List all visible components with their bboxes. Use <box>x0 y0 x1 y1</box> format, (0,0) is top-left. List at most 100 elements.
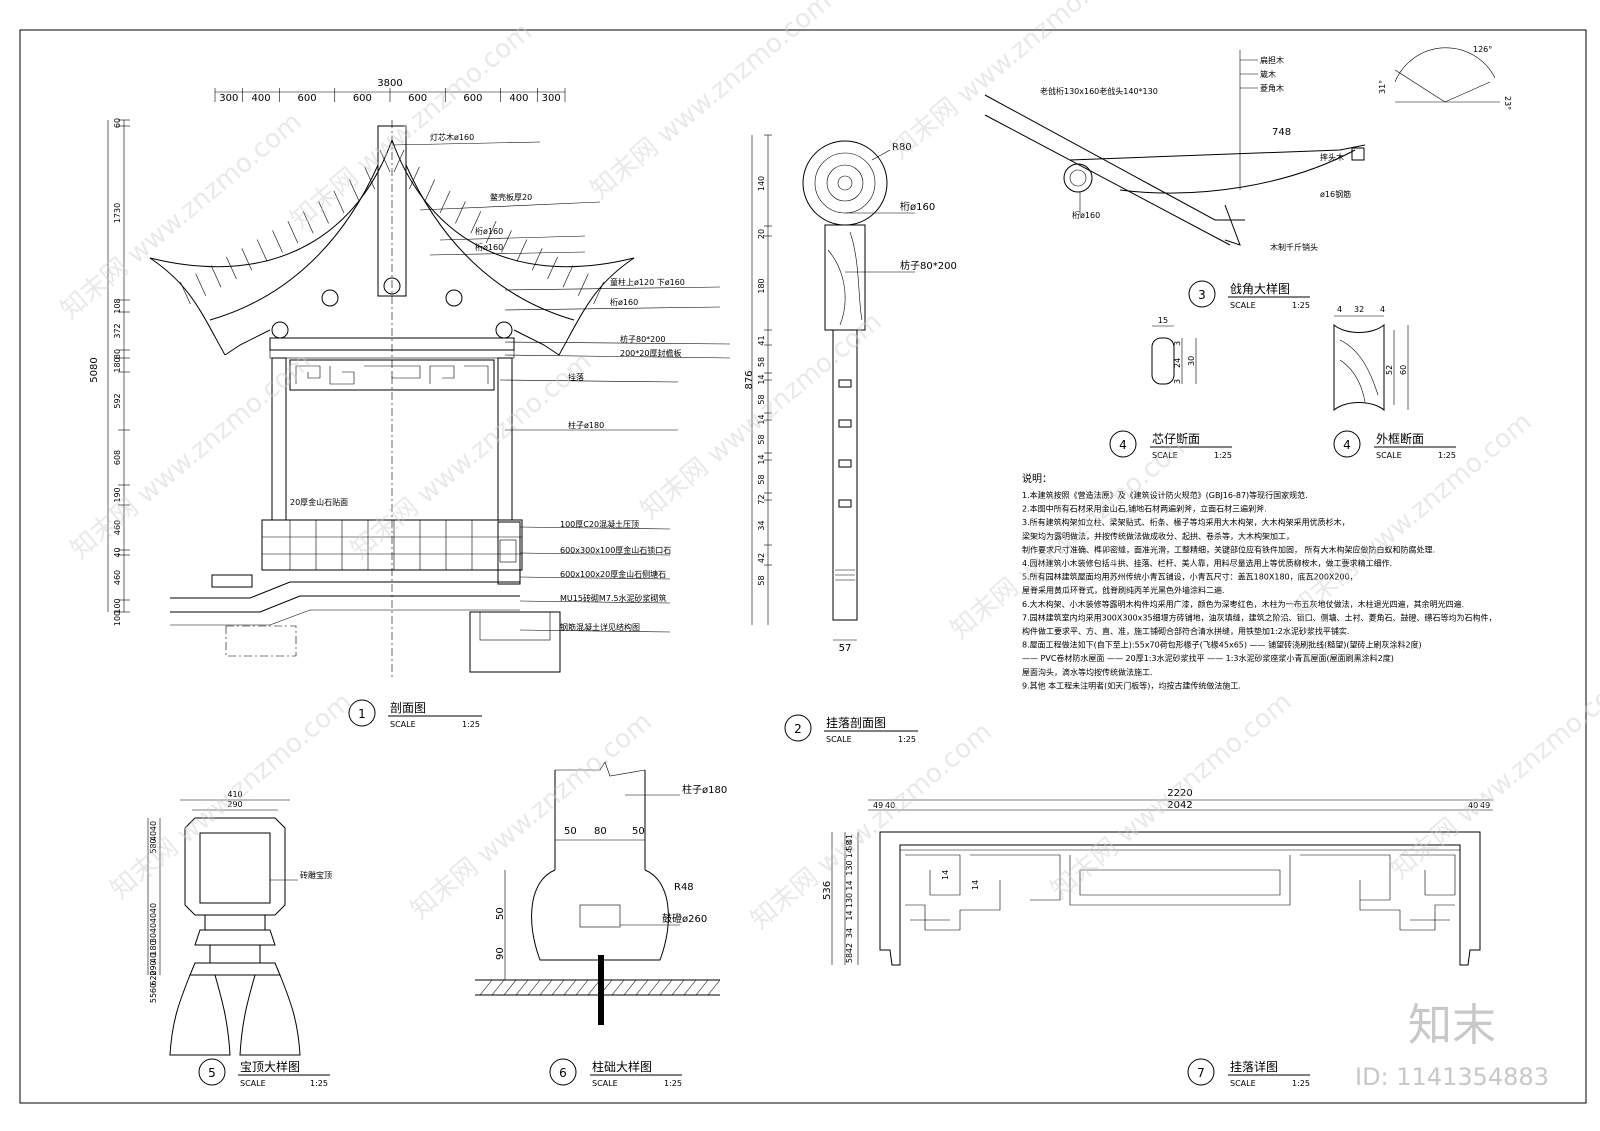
section1-label: 桁ø160 <box>475 226 503 236</box>
note-line: 9.其他 本工程未注明者(如天门板等)，均按古建传统做法施工. <box>1022 680 1241 690</box>
left-dim-segment: 108 <box>113 298 122 313</box>
finial-dim-2: 290 <box>227 800 242 809</box>
lattice-vertical-dim: 41 <box>845 834 854 844</box>
lattice-right-dim-2: 49 <box>1480 801 1490 810</box>
core-width-dim: 15 <box>1158 316 1168 325</box>
lattice-dim: 58 <box>757 474 766 484</box>
lattice-total-width: 2220 <box>1167 788 1192 799</box>
top-dim-segment: 600 <box>463 93 482 104</box>
corner-label-3: 菱角木 <box>1260 83 1284 93</box>
section-view-4b: 4 32 4 52 60 4 外框断面 SCALE 1:25 <box>1333 305 1456 460</box>
top-dim-segment: 400 <box>509 93 528 104</box>
note-line: 3.所有建筑构架如立柱、梁架贴式、桁条、椽子等均采用大木构架，大木构架采用优质杉… <box>1022 517 1350 527</box>
note-line: 屋脊采用黄瓜环脊式，戗脊刷纯丙羊光黑色外墙涂料二遍. <box>1022 585 1225 595</box>
section1-label: MU15砖砌M7.5水泥砂浆砌筑 <box>560 593 667 603</box>
corner-length-dim: 748 <box>1272 127 1291 138</box>
step-stone <box>211 574 253 588</box>
lattice-dim: 14 <box>757 374 766 384</box>
view-7-scale: 1:25 <box>1292 1079 1310 1088</box>
view-tag-5-number: 5 <box>208 1066 216 1080</box>
left-dim-segment: 100 <box>113 598 122 613</box>
note-line: 构件做工要求平、方、直、准，施工铺砌合部符合清水拼缝，用铁垫加1:2水泥砂浆找平… <box>1022 626 1349 636</box>
lattice-frame <box>879 831 1481 966</box>
total-width-dim: 3800 <box>377 78 402 89</box>
brand-watermark: 知末 <box>1408 1000 1496 1051</box>
site-watermark: 知末网 www.znzmo.com <box>885 0 1137 165</box>
note-line: 梁架均为露明做法，并按传统做法做成收分、起拱、卷杀等，大木构架加工， <box>1022 531 1294 541</box>
note-line: 2.本图中所有石材采用金山石,铺地石材两遍剁斧，立面石材三遍剁斧. <box>1022 504 1267 514</box>
section1-label: 灯芯木ø160 <box>430 132 474 142</box>
finial-side-dim: 620 <box>149 970 158 985</box>
section-view-5: 410 290 砖雕宝顶 404058040404030180402906206… <box>147 790 332 1088</box>
lattice-dim: 14 <box>757 414 766 424</box>
frame-section <box>1333 323 1385 412</box>
section1-label: 桁ø160 <box>610 297 638 307</box>
core-dim-4: 3 <box>1173 379 1182 384</box>
left-dim-segment: 100 <box>113 611 122 626</box>
view-4a-scale-label: SCALE <box>1152 451 1178 460</box>
lattice-dim: 20 <box>757 229 766 239</box>
site-watermark: 知末网 www.znzmo.com <box>1385 667 1600 886</box>
view-4a-scale: 1:25 <box>1214 451 1232 460</box>
lattice-bar-dim-1: 14 <box>941 870 950 880</box>
finial-side-dim: 30 <box>149 933 158 943</box>
top-dim-segment: 600 <box>298 93 317 104</box>
lattice-vertical-dim: 58 <box>845 840 854 850</box>
lattice-dim: 140 <box>757 176 766 191</box>
design-notes: 说明： 1.本建筑按照《营造法原》及《建筑设计防火规范》(GBJ16-87)等现… <box>1022 472 1497 690</box>
lattice-right-dim-1: 40 <box>1468 801 1478 810</box>
view-4b-scale: 1:25 <box>1438 451 1456 460</box>
finial-dim-1: 410 <box>227 790 242 799</box>
finial-side-dim: 40 <box>149 821 158 831</box>
site-watermark: 知末网 www.znzmo.com <box>65 347 317 566</box>
lattice-dim: 42 <box>757 553 766 563</box>
view-3-scale: 1:25 <box>1292 301 1310 310</box>
left-dim-segment: 372 <box>113 323 122 338</box>
lattice-vertical-dim: 34 <box>845 928 854 938</box>
site-watermark: 知末网 www.znzmo.com <box>585 0 837 205</box>
anchor-bar <box>598 955 604 1025</box>
lattice-dim: 58 <box>757 575 766 585</box>
angle-label-2: 31° <box>1378 80 1387 94</box>
view-4b-title: 外框断面 <box>1376 431 1424 446</box>
view-2-scale: 1:25 <box>898 735 916 744</box>
notes-heading: 说明： <box>1022 472 1052 485</box>
core-dim-3: 30 <box>1187 356 1196 366</box>
drum-label: 鼓磴ø260 <box>662 912 707 925</box>
left-dim-segment: 608 <box>113 450 122 465</box>
corner-label-1: 扁担木 <box>1260 55 1284 65</box>
lattice-vertical-dim: 42 <box>845 943 854 953</box>
lattice-vertical-dim: 14 <box>845 848 854 858</box>
left-dim-segment: 180 <box>113 357 122 372</box>
purlin-section <box>802 140 888 226</box>
left-dim-segment: 592 <box>113 393 122 408</box>
king-post <box>377 125 407 297</box>
frame-dim-3: 4 <box>1380 305 1385 314</box>
lattice-vertical-dim: 14 <box>845 910 854 920</box>
base-dim-4: 50 <box>495 907 506 920</box>
section1-label: 600x100x20厚金山石侧塘石 <box>560 569 666 579</box>
view-tag-2-number: 2 <box>794 722 802 736</box>
site-watermark: 知末网 www.znzmo.com <box>745 717 997 936</box>
base-dim-2: 80 <box>594 826 607 837</box>
left-dim-segment: 460 <box>113 570 122 585</box>
left-dim-segment: 40 <box>113 547 122 557</box>
view-tag-4a-number: 4 <box>1119 438 1127 452</box>
view-tag-6-number: 6 <box>559 1066 567 1080</box>
view-6-scale-label: SCALE <box>592 1079 618 1088</box>
lattice-vertical-dim: 130 <box>845 860 854 875</box>
base-dim-5: 90 <box>495 947 506 960</box>
view-tag-7-number: 7 <box>1197 1066 1205 1080</box>
site-watermark: 知末网 www.znzmo.com <box>1045 687 1297 906</box>
note-line: 6.大木构架、小木装修等露明木构件均采用广漆，颜色为深枣红色，木柱为一布五灰地仗… <box>1022 599 1464 609</box>
frame-dim-2: 32 <box>1354 305 1364 314</box>
top-dim-segment: 300 <box>219 93 238 104</box>
column-label: 柱子ø180 <box>682 783 727 796</box>
lattice-strip <box>832 329 858 621</box>
stone-facing <box>261 519 523 571</box>
lattice-vertical-dim: 14 <box>845 880 854 890</box>
hanging-lattice <box>289 359 495 391</box>
view-5-scale: 1:25 <box>310 1079 328 1088</box>
section-view-3: 桁ø160 扁担木 箴木 菱角木 老戗桁130x160老戗头140*130 74… <box>984 45 1512 310</box>
